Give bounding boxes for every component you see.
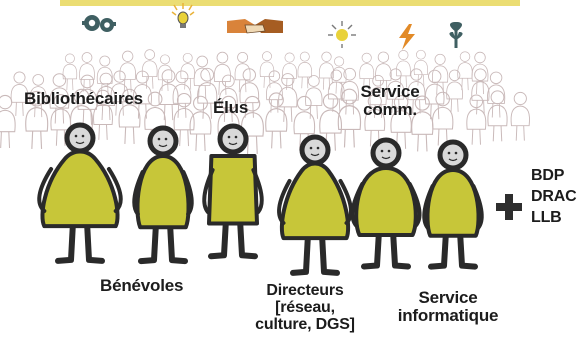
figure-benevole — [132, 125, 194, 265]
crowd-person — [432, 91, 454, 146]
crowd-person — [62, 53, 78, 91]
crowd-person — [234, 51, 251, 93]
figures — [37, 122, 484, 276]
label-service-comm-line1: Service — [360, 82, 420, 101]
crowd-person — [141, 49, 158, 89]
figure-directeur — [277, 134, 353, 276]
crowd-person — [118, 88, 141, 144]
gears-icon — [82, 15, 116, 32]
crowd-person — [49, 73, 70, 124]
crowd-person — [319, 93, 342, 151]
label-directeurs-line3: culture, DGS] — [255, 315, 355, 333]
sun-idea-icon — [328, 21, 356, 48]
crowd-person — [466, 94, 487, 145]
crowd-person — [193, 55, 211, 99]
label-service-comm: Service comm. — [352, 83, 428, 119]
crowd-person — [213, 51, 231, 95]
partner-llb: LLB — [531, 208, 562, 226]
lightning-icon — [399, 24, 415, 50]
crowd-person — [396, 50, 411, 88]
figure-service-comm — [350, 137, 422, 270]
crowd-person — [487, 90, 508, 142]
crowd-person — [0, 94, 16, 149]
crowd-person — [471, 68, 490, 115]
label-service-info-line2: informatique — [397, 305, 499, 325]
crowd-person — [197, 67, 218, 119]
crowd-person — [157, 54, 173, 92]
plant-icon — [449, 22, 463, 48]
crowd-person — [432, 53, 449, 95]
label-directeurs-line2: [réseau, — [275, 298, 335, 316]
label-directeurs-line1: Directeurs — [266, 282, 344, 299]
crowd-person — [189, 95, 212, 151]
header-line — [60, 0, 520, 6]
label-service-comm-line2: comm. — [363, 99, 417, 119]
crowd-person — [158, 69, 179, 121]
partner-drac: DRAC — [531, 187, 577, 205]
label-bibliothecaires: Bibliothécaires — [24, 89, 143, 108]
crowd-person — [265, 92, 288, 149]
crowd-person — [96, 55, 113, 96]
crowd-person — [282, 52, 297, 90]
crowd-person — [337, 88, 362, 148]
figure-bibliothecaire — [37, 122, 123, 264]
label-service-informatique: Service informatique — [388, 289, 508, 325]
handshake-icon — [227, 19, 283, 34]
crowd-person — [375, 51, 392, 94]
crowd-person — [510, 91, 530, 141]
lightbulb-icon — [171, 3, 195, 28]
plus-icon — [496, 194, 522, 220]
label-elus: Élus — [213, 98, 249, 117]
crowd-person — [259, 51, 275, 88]
crowd-person — [297, 51, 313, 89]
crowd-person — [471, 51, 489, 95]
background-crowd — [0, 49, 530, 154]
partner-bdp: BDP — [531, 167, 565, 184]
crowd-person — [487, 71, 506, 118]
figure-elu — [202, 123, 264, 260]
crowd-person — [359, 52, 375, 91]
crowd-person — [173, 93, 195, 147]
label-directeurs: Directeurs [réseau, culture, DGS] — [243, 282, 367, 333]
crowd-person — [96, 72, 116, 121]
crowd-person — [446, 69, 463, 112]
crowd-person — [132, 70, 152, 119]
crowd-person — [93, 89, 113, 140]
crowd-person — [25, 90, 49, 149]
crowd-person — [110, 70, 129, 116]
crowd-person — [10, 71, 29, 116]
figure-service-informatique — [422, 139, 484, 270]
crowd-person — [407, 68, 426, 114]
label-benevoles: Bénévoles — [100, 276, 184, 295]
crowd-person — [318, 51, 335, 90]
crowd-person — [278, 73, 298, 122]
partners-list: BDP DRAC LLB — [531, 166, 577, 228]
label-service-info-line1: Service — [418, 288, 478, 307]
